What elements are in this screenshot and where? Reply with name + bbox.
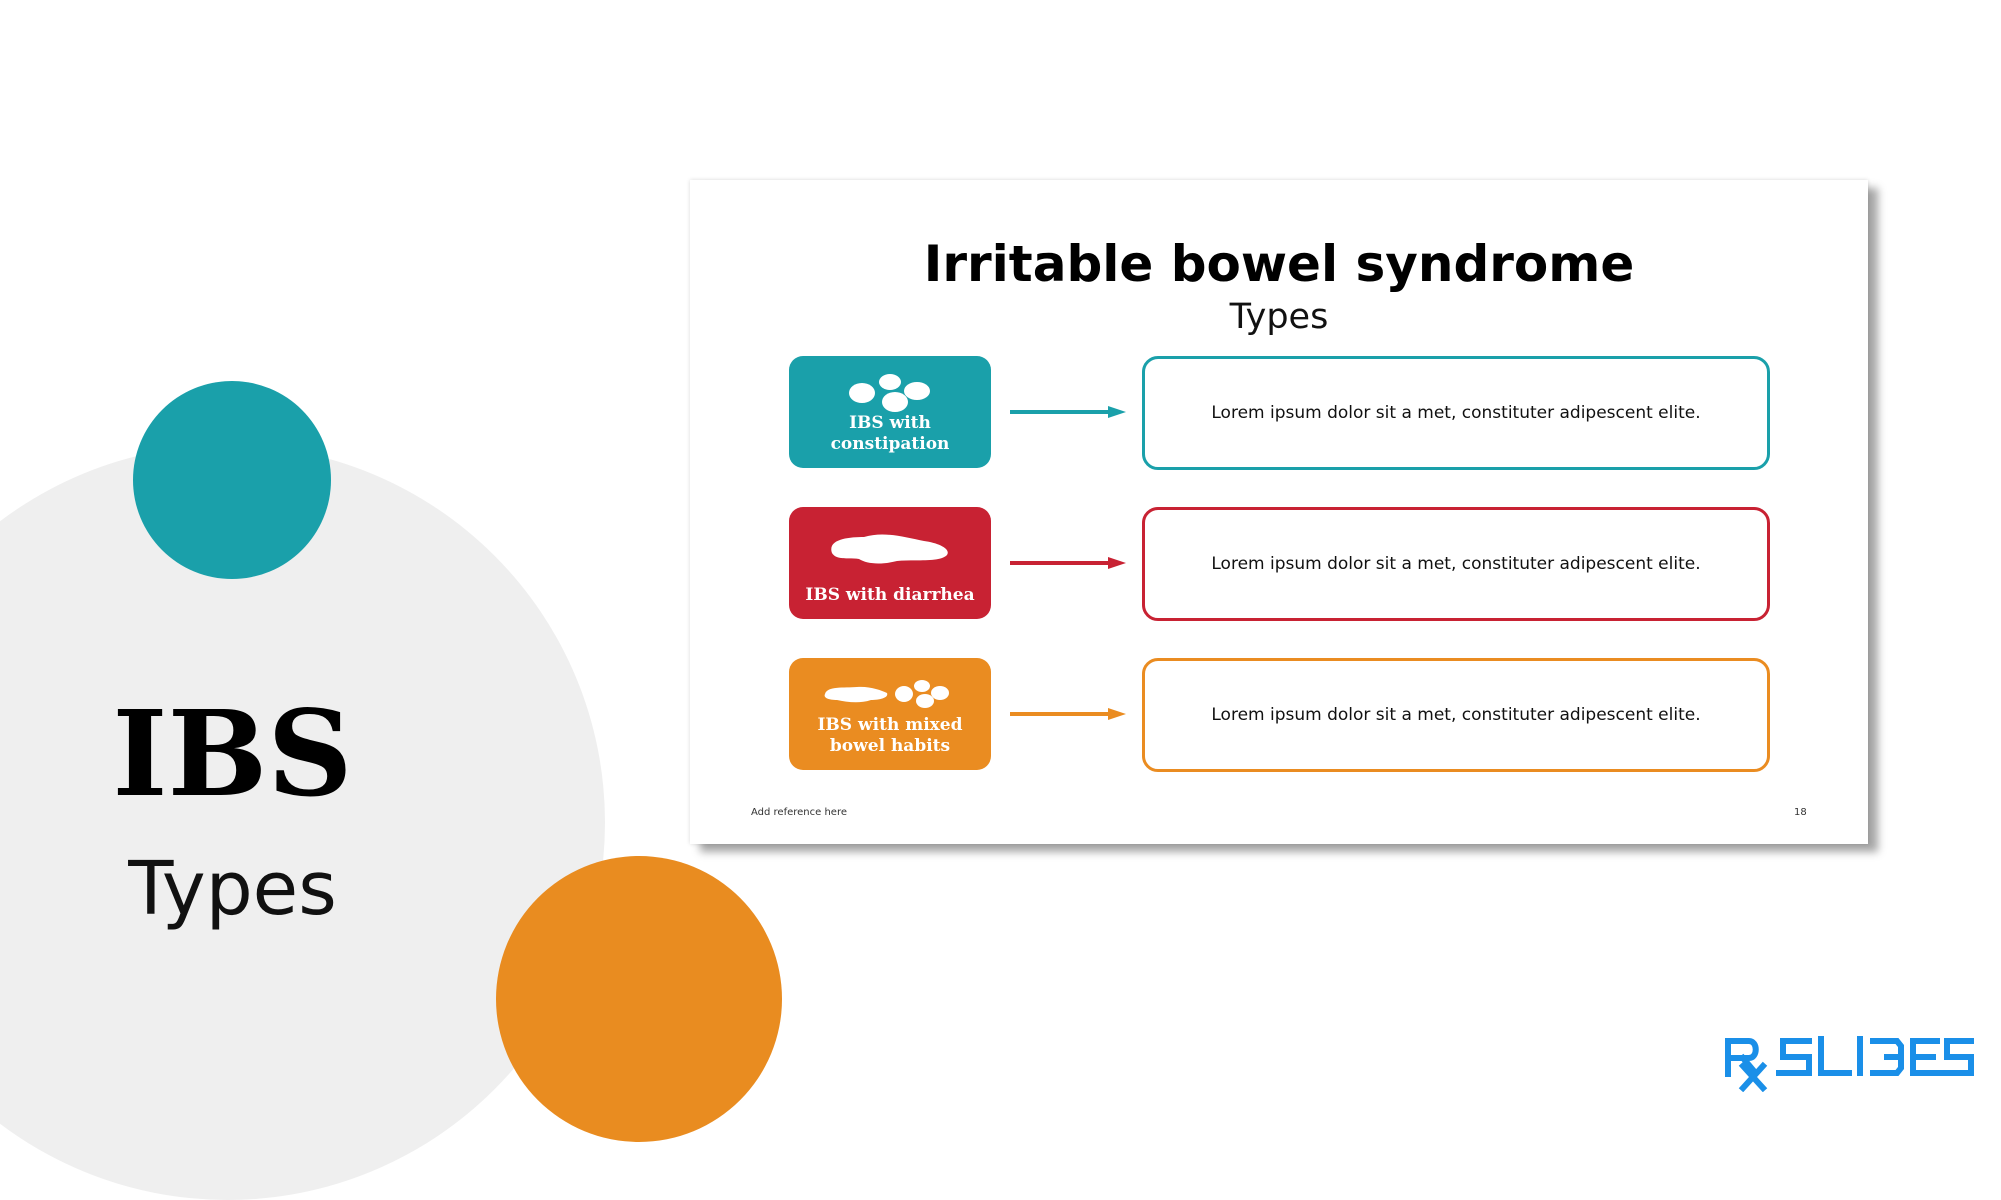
type-row-mixed: IBS with mixed bowel habits Lorem ipsum … bbox=[690, 658, 1868, 772]
arrow-right-icon bbox=[1010, 708, 1126, 720]
pellets-icon bbox=[849, 374, 930, 412]
orange-decorative-circle bbox=[496, 856, 782, 1142]
tile-label-line2: bowel habits bbox=[829, 735, 951, 756]
type-description-constipation: Lorem ipsum dolor sit a met, constituter… bbox=[1142, 356, 1770, 470]
loose-stool-icon bbox=[831, 534, 948, 564]
type-description-mixed: Lorem ipsum dolor sit a met, constituter… bbox=[1142, 658, 1770, 772]
page-number: 18 bbox=[1794, 807, 1807, 818]
arrow-right-icon bbox=[1010, 406, 1126, 418]
slide-subtitle: Types bbox=[1229, 297, 1329, 337]
reference-note: Add reference here bbox=[751, 807, 848, 818]
type-row-constipation: IBS with constipation Lorem ipsum dolor … bbox=[690, 356, 1868, 470]
slide-title: Irritable bowel syndrome bbox=[923, 235, 1635, 293]
tile-label-line1: IBS with bbox=[849, 413, 931, 434]
tile-label-line1: IBS with mixed bbox=[817, 715, 963, 736]
tile-label-line2: constipation bbox=[830, 433, 950, 454]
cover-subtitle: Types bbox=[128, 846, 337, 932]
slide-preview: Irritable bowel syndrome Types IBS with … bbox=[690, 180, 1868, 844]
gray-background-circle bbox=[0, 445, 605, 1200]
teal-decorative-circle bbox=[133, 381, 331, 579]
tile-label-line1: IBS with diarrhea bbox=[805, 584, 975, 605]
cover-title: IBS bbox=[112, 684, 353, 823]
type-row-diarrhea: IBS with diarrhea Lorem ipsum dolor sit … bbox=[690, 507, 1868, 621]
arrow-right-icon bbox=[1010, 557, 1126, 569]
type-tile-constipation: IBS with constipation bbox=[789, 356, 991, 468]
type-description-diarrhea: Lorem ipsum dolor sit a met, constituter… bbox=[1142, 507, 1770, 621]
rx-slides-logo bbox=[1725, 1036, 1974, 1092]
type-tile-diarrhea: IBS with diarrhea bbox=[789, 507, 991, 619]
mixed-stool-icon bbox=[824, 680, 949, 708]
type-tile-mixed: IBS with mixed bowel habits bbox=[789, 658, 991, 770]
